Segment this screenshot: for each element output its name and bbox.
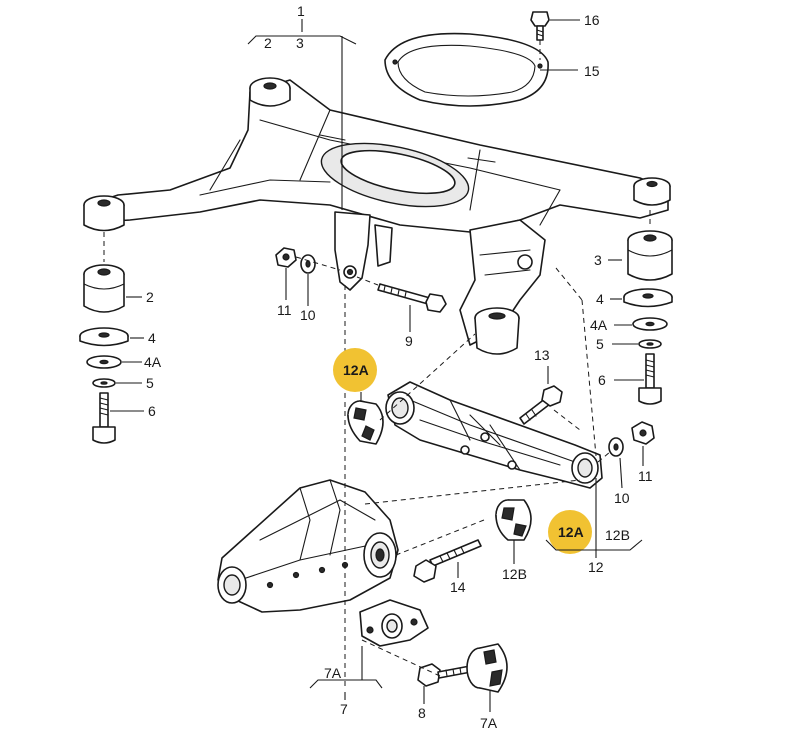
leader-lines (110, 19, 644, 712)
callout-6-right: 6 (598, 372, 606, 388)
callout-7a-left: 7A (324, 665, 342, 681)
callout-16: 16 (584, 12, 600, 28)
callout-1: 1 (297, 3, 305, 19)
assembly-lines (103, 40, 651, 690)
callout-12: 12 (588, 559, 604, 575)
callout-labels: 1 2 3 16 15 2 4 4A 5 6 11 10 9 3 4 4A 5 … (144, 3, 653, 731)
bolt-16 (530, 11, 550, 41)
callout-4-right: 4 (596, 291, 604, 307)
subframe (83, 77, 671, 355)
callout-10-left: 10 (300, 307, 316, 323)
diff-mount-7 (359, 599, 429, 647)
callout-5-left: 5 (146, 375, 154, 391)
highlight-12a-left (333, 348, 377, 392)
nut-11-right (631, 421, 655, 445)
bolt-13 (519, 385, 563, 425)
callout-4a-right: 4A (590, 317, 608, 333)
washer-10-upper (300, 254, 316, 274)
callout-6-left: 6 (148, 403, 156, 419)
bolt-8 (417, 663, 472, 687)
rear-crossmember-12 (385, 381, 603, 489)
bushing-7a (466, 643, 508, 693)
left-mount-stack (79, 264, 129, 444)
gasket-15 (384, 32, 549, 107)
callout-5-right: 5 (596, 336, 604, 352)
callout-12a-right: 12A (558, 524, 584, 540)
callout-12b: 12B (502, 566, 527, 582)
callout-4-left: 4 (148, 330, 156, 346)
bolt-9 (377, 283, 447, 313)
callout-15: 15 (584, 63, 600, 79)
callout-13: 13 (534, 347, 550, 363)
differential-housing (217, 479, 399, 613)
callout-11-left: 11 (277, 302, 292, 318)
callout-3-right: 3 (594, 252, 602, 268)
callout-12b-top: 12B (605, 527, 630, 543)
callout-7a-right: 7A (480, 715, 498, 731)
callout-2-top: 2 (264, 35, 272, 51)
callout-11-right: 11 (638, 468, 653, 484)
callout-12a-left: 12A (343, 362, 369, 378)
washer-10-right (608, 437, 624, 457)
callout-8: 8 (418, 705, 426, 721)
callout-9: 9 (405, 333, 413, 349)
highlight-12a-right (548, 510, 592, 554)
callout-3-top: 3 (296, 35, 304, 51)
callout-2-left: 2 (146, 289, 154, 305)
bushing-12a-left (347, 400, 384, 445)
bushing-12b (495, 499, 532, 541)
nut-11-upper (275, 247, 297, 268)
right-mount-stack (623, 230, 673, 405)
callout-14: 14 (450, 579, 466, 595)
callout-10-right: 10 (614, 490, 630, 506)
highlight-markers (333, 348, 592, 554)
callout-7: 7 (340, 701, 348, 717)
callout-4a-left: 4A (144, 354, 162, 370)
bolt-14 (413, 539, 482, 583)
